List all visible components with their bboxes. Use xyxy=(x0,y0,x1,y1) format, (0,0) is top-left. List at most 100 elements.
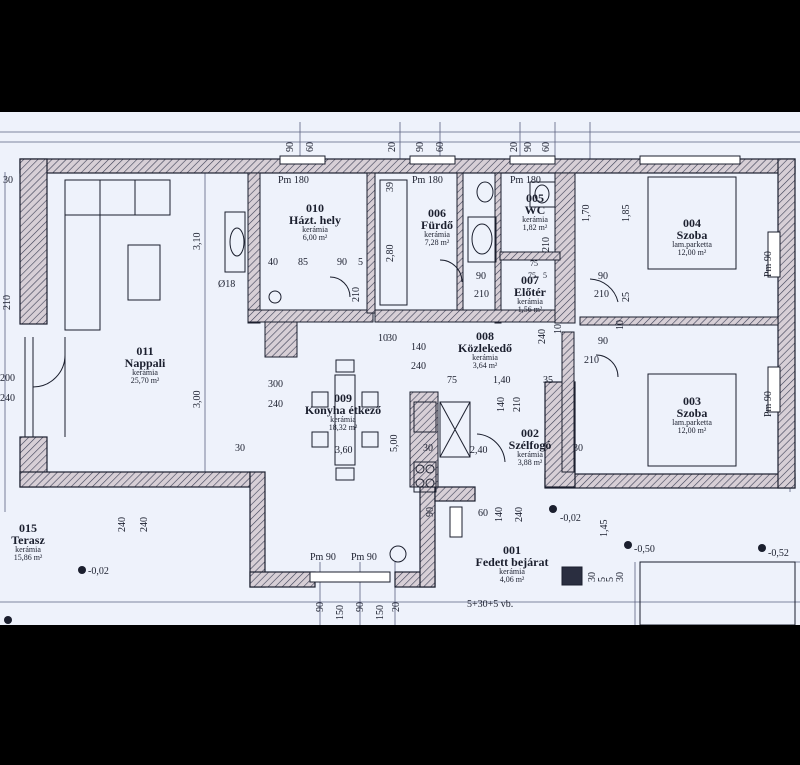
dimension: 210 xyxy=(594,289,609,300)
dimension: 90 xyxy=(598,271,608,282)
room-area: 3,88 m² xyxy=(517,458,543,467)
dimension: 210 xyxy=(541,237,552,252)
window-label: Pm 90 xyxy=(351,552,377,563)
room-name: Szoba xyxy=(676,406,708,420)
room-number: 010 xyxy=(306,201,324,215)
dimension: 2,80 xyxy=(385,244,396,263)
room-003: 003 Szoba lam.parketta 12,00 m² xyxy=(672,395,712,435)
dimension: 10 xyxy=(553,324,564,334)
dimension: 240 xyxy=(411,361,426,372)
room-finish: kerámia xyxy=(522,215,548,224)
dimension: 90 xyxy=(337,257,347,268)
window-label: Pm 180 xyxy=(510,175,541,186)
dimension: 75 xyxy=(528,271,536,280)
dimension: 5,00 xyxy=(389,434,400,453)
room-finish: kerámia xyxy=(15,545,41,554)
dimension: 60 xyxy=(305,142,316,152)
dimension: 210 xyxy=(2,295,13,310)
dimension: 3,10 xyxy=(192,232,203,251)
room-finish: kerámia xyxy=(472,353,498,362)
dimension: 1,45 xyxy=(599,519,610,538)
room-area: 25,70 m² xyxy=(130,376,160,385)
room-number: 009 xyxy=(334,391,352,405)
dimension: 5 xyxy=(358,257,363,268)
window-label: Pm 90 xyxy=(763,251,774,277)
dimension: 140 xyxy=(496,397,507,412)
room-number: 002 xyxy=(521,426,539,440)
room-number: 007 xyxy=(521,273,539,287)
window-label: Pm 180 xyxy=(278,175,309,186)
dimension: 40 xyxy=(268,257,278,268)
dimension: 210 xyxy=(584,355,599,366)
dimension: 5 xyxy=(543,271,547,280)
room-finish: kerámia xyxy=(132,368,158,377)
room-finish: kerámia xyxy=(424,230,450,239)
dimension: 3,00 xyxy=(192,390,203,409)
room-007: 007 Előtér kerámia 1,56 m² xyxy=(514,274,546,314)
room-name: Terasz xyxy=(11,533,45,547)
room-finish: kerámia xyxy=(499,567,525,576)
room-008: 008 Közlekedő kerámia 3,64 m² xyxy=(458,330,512,370)
room-name: Nappali xyxy=(124,356,166,370)
room-area: 6,00 m² xyxy=(302,233,328,242)
dimension: 1,40 xyxy=(493,375,511,386)
dimension: 240 xyxy=(514,507,525,522)
dimension: 60 xyxy=(478,508,488,519)
dimension: 90 xyxy=(523,142,534,152)
dimension: 30 xyxy=(387,333,397,344)
room-number: 015 xyxy=(19,521,37,535)
dimension: 210 xyxy=(351,287,362,302)
dimension: 240 xyxy=(537,329,548,344)
dimension: 1,70 xyxy=(581,204,592,223)
dimension: 240 xyxy=(268,399,283,410)
room-finish: kerámia xyxy=(517,297,543,306)
room-name: Közlekedő xyxy=(458,341,512,355)
room-number: 004 xyxy=(682,216,701,230)
dimension: 140 xyxy=(494,507,505,522)
room-area: 1,82 m² xyxy=(522,223,548,232)
room-finish: kerámia xyxy=(517,450,543,459)
room-010: 010 Házt. hely kerámia 6,00 m² xyxy=(289,202,341,242)
room-name: Fürdő xyxy=(420,218,454,232)
level: -0,02 xyxy=(560,513,581,524)
dimension: 150 xyxy=(335,605,346,620)
dimension: 39 xyxy=(385,182,396,192)
room-name: Szoba xyxy=(676,228,708,242)
room-005: 005 WC kerámia 1,82 m² xyxy=(522,192,548,232)
dimension: Ø18 xyxy=(218,279,236,290)
exterior-walls xyxy=(19,158,796,588)
dimension: 90 xyxy=(598,336,608,347)
room-name: Szélfogó xyxy=(508,438,552,452)
room-name: Előtér xyxy=(514,285,546,299)
dimension: 150 xyxy=(375,605,386,620)
room-002: 002 Szélfogó kerámia 3,88 m² xyxy=(509,427,552,467)
room-015: 015 Terasz kerámia 15,86 m² xyxy=(11,522,45,562)
room-number: 008 xyxy=(476,329,494,343)
room-011: 011 Nappali kerámia 25,70 m² xyxy=(125,345,166,385)
room-name: Fedett bejárat xyxy=(475,555,549,569)
dimension: 210 xyxy=(474,289,489,300)
room-name: Házt. hely xyxy=(289,213,341,227)
dimension: 10 xyxy=(615,320,626,330)
dimension: 75 xyxy=(447,375,457,386)
furniture xyxy=(24,176,796,625)
window-label: Pm 90 xyxy=(763,391,774,417)
dimension: 60 xyxy=(435,142,446,152)
level: -0,50 xyxy=(634,544,655,555)
dimension: 240 xyxy=(117,517,128,532)
room-area: 15,86 m² xyxy=(13,553,43,562)
dimension: 3,60 xyxy=(335,445,353,456)
room-area: 3,64 m² xyxy=(472,361,498,370)
dimension: 90 xyxy=(315,602,326,612)
dimension: 25 xyxy=(621,292,632,302)
dimension: 240 xyxy=(139,517,150,532)
room-006: 006 Fürdő kerámia 7,28 m² xyxy=(421,207,453,247)
room-area: 18,32 m² xyxy=(328,423,358,432)
dimension: 1,85 xyxy=(621,204,632,223)
interior-walls xyxy=(247,172,779,488)
dimension: 30 xyxy=(615,572,626,582)
room-009: 009 Konyha étkező kerámia 18,32 m² xyxy=(305,392,381,432)
level: -0,52 xyxy=(768,548,789,559)
room-finish: lam.parketta xyxy=(672,240,712,249)
dimension: 90 xyxy=(355,602,366,612)
